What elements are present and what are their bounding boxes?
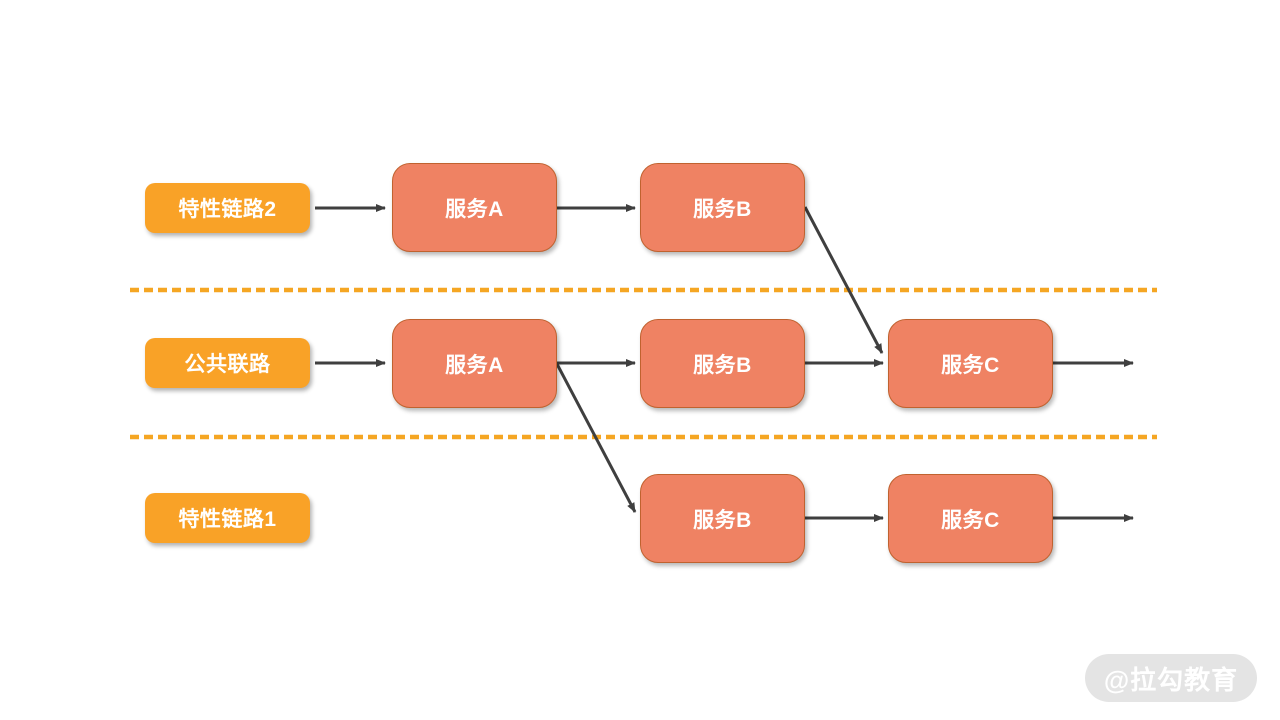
service-node-top-b: 服务B (640, 163, 805, 252)
service-node-mid-a: 服务A (392, 319, 557, 408)
service-node-top-a: 服务A (392, 163, 557, 252)
lane-label-feature-chain-1: 特性链路1 (145, 493, 310, 543)
lane-label-feature-chain-2: 特性链路2 (145, 183, 310, 233)
connector-mid-a-to-bottom-b (555, 363, 637, 513)
service-node-bottom-b: 服务B (640, 474, 805, 563)
lane-label-common-chain: 公共联路 (145, 338, 310, 388)
service-node-mid-b: 服务B (640, 319, 805, 408)
service-node-mid-c: 服务C (888, 319, 1053, 408)
watermark-badge: @拉勾教育 (1085, 654, 1257, 702)
service-node-bottom-c: 服务C (888, 474, 1053, 563)
connector-top-b-to-mid-c (803, 206, 884, 354)
